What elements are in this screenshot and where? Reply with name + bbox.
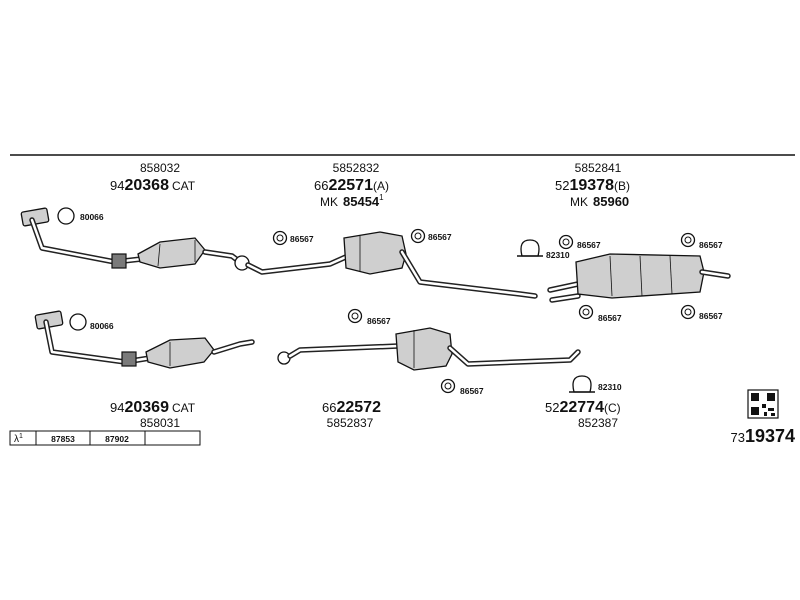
ref-number: 858031	[140, 416, 180, 430]
ring-86567-d	[680, 232, 696, 248]
svg-text:5219378(B): 5219378(B)	[555, 177, 630, 194]
ring-86567-h	[440, 378, 456, 394]
part-prefix: 66	[314, 178, 328, 193]
part-prefix: 52	[555, 178, 569, 193]
part-number: 22572	[336, 399, 381, 416]
part-label: 82310	[598, 382, 622, 392]
part-number: 22774	[559, 399, 604, 416]
clamp-82310-bottom	[569, 375, 595, 393]
qr-code-icon	[747, 389, 779, 419]
ring-80066-bottom	[69, 313, 87, 331]
part-label: 80066	[80, 212, 104, 222]
part-suffix: CAT	[172, 401, 196, 415]
svg-text:6622572: 6622572	[322, 399, 381, 416]
part-number: 22571	[328, 177, 373, 194]
clamp-82310-top	[517, 239, 543, 257]
svg-text:6622571(A): 6622571(A)	[314, 177, 389, 194]
ring-86567-c	[558, 234, 574, 250]
ref-number: 852387	[578, 416, 618, 430]
mk-number: 85960	[593, 194, 629, 209]
diagram-id-prefix: 73	[730, 430, 744, 445]
mk-label: MK	[570, 195, 588, 209]
part-number: 20368	[124, 177, 169, 194]
ring-86567-g	[347, 308, 363, 324]
part-prefix: 66	[322, 400, 336, 415]
front-pipe-cat-top	[20, 207, 250, 271]
part-label: 82310	[546, 250, 570, 260]
lambda-superscript: 1	[19, 433, 23, 440]
part-label: 86567	[598, 313, 622, 323]
ref-number: 858032	[140, 161, 180, 175]
part-prefix: 52	[545, 400, 559, 415]
ring-86567-f	[680, 304, 696, 320]
part-label: 86567	[428, 232, 452, 242]
mk-number: 85454	[343, 194, 380, 209]
ref-number: 5852832	[333, 161, 380, 175]
center-muffler-bottom	[277, 327, 581, 371]
front-pipe-cat-bottom	[34, 310, 255, 369]
label-center-muffler-top: 5852832 6622571(A) MK 854541	[314, 161, 389, 209]
part-label: 80066	[90, 321, 114, 331]
label-center-muffler-bottom: 6622572 5852837	[322, 399, 381, 430]
part-suffix: (B)	[614, 179, 630, 193]
label-rear-muffler-top: 5852841 5219378(B) MK 85960	[555, 161, 630, 209]
label-rear-muffler-bottom: 5222774(C) 852387	[545, 399, 621, 430]
part-label: 86567	[290, 234, 314, 244]
part-label: 86567	[577, 240, 601, 250]
footer-cell-1: 87853	[51, 434, 75, 444]
footer-table: λ1 87853 87902	[9, 430, 201, 446]
lambda-symbol: λ	[14, 434, 19, 445]
ring-86567-b	[410, 228, 426, 244]
svg-text:λ1: λ1	[14, 433, 23, 445]
center-muffler-top	[245, 231, 538, 299]
part-label: 86567	[699, 311, 723, 321]
part-suffix: (C)	[604, 401, 621, 415]
part-prefix: 94	[110, 400, 124, 415]
ring-80066-top	[57, 207, 75, 225]
part-prefix: 94	[110, 178, 124, 193]
footer-cell-2: 87902	[105, 434, 129, 444]
diagram-id-number: 19374	[745, 426, 795, 446]
ring-86567-e	[578, 304, 594, 320]
part-suffix: CAT	[172, 179, 196, 193]
svg-text:5222774(C): 5222774(C)	[545, 399, 621, 416]
part-number: 20369	[124, 399, 169, 416]
ring-86567-a	[272, 230, 288, 246]
part-label: 86567	[460, 386, 484, 396]
mk-label: MK	[320, 195, 338, 209]
part-label: 86567	[367, 316, 391, 326]
ref-number: 5852837	[327, 416, 374, 430]
part-suffix: (A)	[373, 179, 389, 193]
ref-number: 5852841	[575, 161, 622, 175]
rear-muffler-top	[547, 253, 731, 303]
diagram-id: 7319374	[730, 426, 795, 446]
part-label: 86567	[699, 240, 723, 250]
mk-superscript: 1	[379, 193, 384, 202]
part-number: 19378	[569, 177, 614, 194]
